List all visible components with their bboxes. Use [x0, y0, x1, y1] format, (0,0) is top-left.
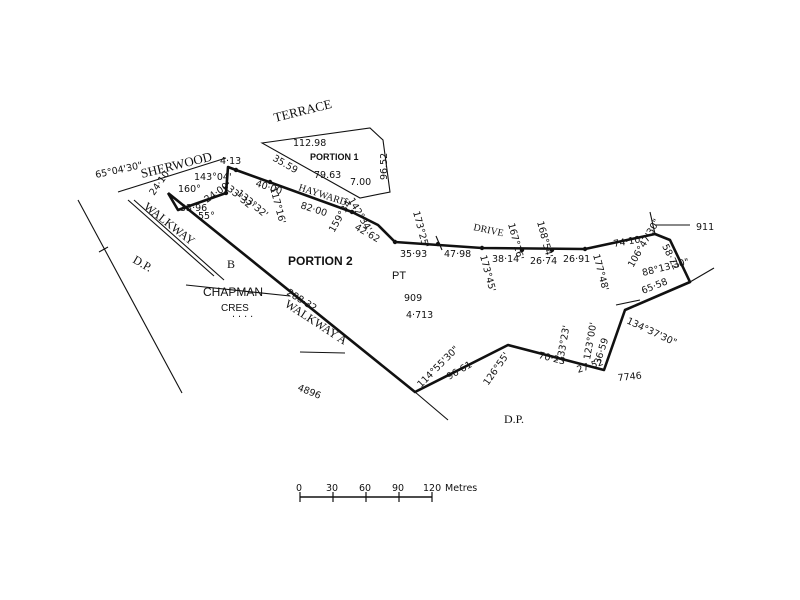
dim-38-14: 38·14: [492, 254, 519, 265]
parcel-area: 4·713: [406, 310, 433, 321]
sherwood-road-line: [117, 157, 227, 193]
dim-33-96: 33·96: [180, 203, 207, 214]
scale-bar: [299, 492, 433, 502]
portion-1-label: PORTION 1: [310, 152, 359, 162]
dp-bottom-boundary: [414, 391, 449, 421]
dim-35-93: 35·93: [400, 249, 427, 260]
bearing-143-04: 143°04': [194, 172, 232, 183]
walkway-b-edge-1: [127, 199, 215, 277]
dim-26-91: 26·91: [563, 254, 590, 265]
parcel-909-boundary: [166, 165, 692, 394]
bearing-168-54: 168°54': [534, 220, 554, 259]
dp-left-tick: [98, 246, 109, 253]
bearing-177-48: 177°48': [590, 253, 610, 292]
dim-26-74: 26·74: [530, 256, 557, 267]
neighbour-4896: 4896: [296, 383, 323, 402]
portion-1-dim-right: 96.52: [379, 153, 390, 180]
boundary-stub-911: [649, 211, 656, 235]
cres-label: CRES: [221, 303, 249, 314]
chapman-cres-line: [185, 284, 291, 297]
bearing-134-37-30: 134°37'30": [625, 316, 679, 349]
neighbour-911: 911: [696, 222, 714, 233]
survey-pegs: [223, 167, 588, 253]
road-label-drive: DRIVE: [472, 222, 504, 239]
boundary-stub-s: [615, 299, 641, 306]
portion-1-outline: [260, 127, 391, 199]
parcel-number: 909: [404, 293, 422, 304]
dim-4-13: 4·13: [220, 156, 241, 167]
cres-dots: . . . .: [232, 309, 253, 320]
bearing-55: 55°: [198, 211, 215, 222]
dp-left-boundary: [77, 199, 183, 394]
bearing-65-04-30: 65°04'30": [94, 160, 143, 181]
portion-1-dim-bottom: 79.63: [314, 170, 341, 181]
portion-1-dim-top: 112.98: [293, 138, 326, 149]
walkway-a-edge: [299, 351, 346, 354]
scale-unit: Metres: [445, 483, 477, 494]
dim-74-10: 74·10: [613, 234, 642, 250]
dp-bottom-label: D.P.: [504, 412, 524, 426]
dp-left-label: D.P.: [131, 252, 155, 274]
scale-tick-120: 120: [423, 483, 441, 494]
scale-tick-0: 0: [296, 483, 302, 494]
portion-1-dim-short: 7.00: [350, 177, 371, 188]
portion-2-label: PORTION 2: [288, 254, 353, 268]
parcel-prefix: PT: [392, 270, 406, 282]
walkway-b-letter: B: [227, 257, 235, 271]
bearing-117-16: 117°16': [267, 186, 287, 225]
dim-27-52: 27·52: [576, 357, 605, 376]
scale-tick-60: 60: [359, 483, 371, 494]
scale-tick-30: 30: [326, 483, 338, 494]
neighbour-7746: 7746: [617, 371, 642, 384]
chapman-label: CHAPMAN: [203, 285, 263, 299]
road-label-terrace: TERRACE: [272, 96, 333, 125]
dim-47-98: 47·98: [444, 249, 471, 260]
walkway-b-edge-2: [133, 199, 225, 281]
scale-tick-90: 90: [392, 483, 404, 494]
boundary-stub-e: [689, 267, 715, 283]
boundary-stub-1: [435, 235, 443, 251]
bearing-160: 160°: [178, 184, 201, 195]
